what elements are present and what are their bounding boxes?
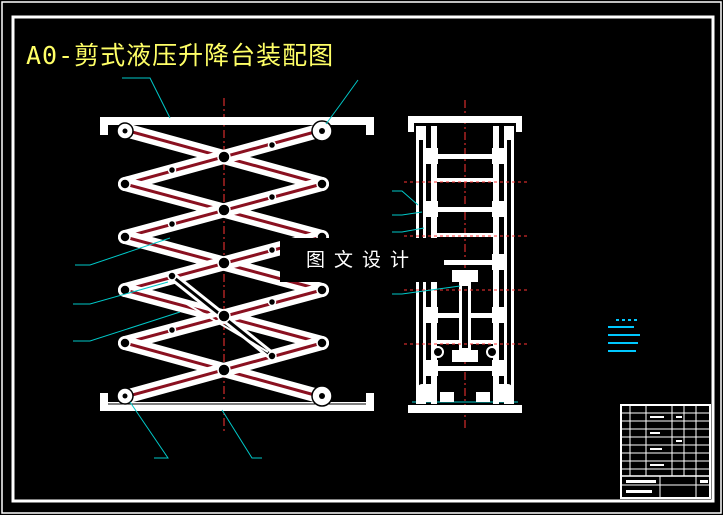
side-view-leaders: [392, 190, 461, 295]
inner-frame: [11, 15, 715, 503]
side-dimension-ticks: [404, 181, 528, 345]
technical-notes: [608, 319, 640, 352]
side-rollers: [418, 384, 512, 402]
side-cylinder: [432, 270, 498, 362]
drawing-title: A0-剪式液压升降台装配图: [26, 41, 335, 70]
pivot-pins: [119, 140, 328, 377]
watermark-label: 图文设计: [280, 238, 444, 282]
front-view-leaders: [73, 77, 359, 459]
title-block-fill: [626, 416, 708, 493]
side-top-plate: [408, 116, 522, 132]
roller-hubs: [122, 128, 325, 399]
front-view: [73, 77, 374, 459]
title-block: [620, 404, 711, 499]
